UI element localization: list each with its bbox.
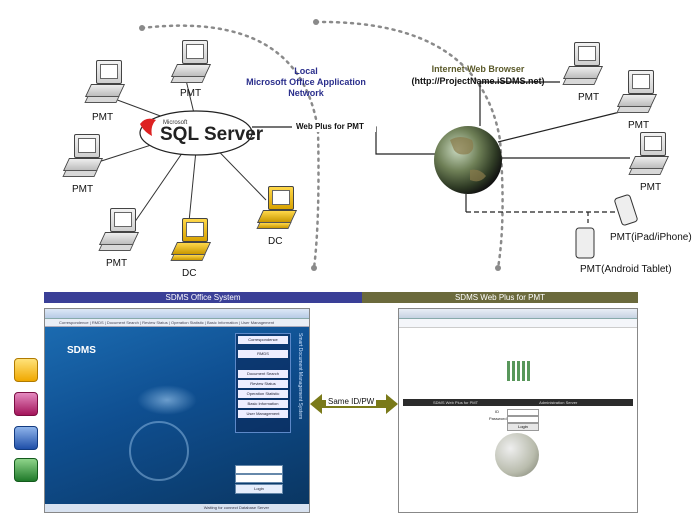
ipad-label: PMT(iPad/iPhone) [610,232,692,243]
internet-label-1: Internet Web Browser [432,64,525,74]
web-globe-icon [495,433,539,477]
sql-server-name: SQL Server [160,124,264,145]
web-id-label: ID [495,409,499,414]
word-icon [14,426,38,450]
excel-icon [14,458,38,482]
web-plus-label: Web Plus for PMT [296,122,364,131]
android-tablet-icon [575,227,595,259]
web-id-input[interactable] [507,409,539,416]
side-button[interactable]: Operation Statistic [238,390,288,398]
globe-links [465,81,630,212]
pmt-pc-icon [170,40,214,84]
office-window-titlebar [45,309,309,319]
web-pw-label: Password [489,416,507,421]
local-label-3: Network [288,88,325,98]
side-button[interactable]: Basic Information [238,400,288,408]
browser-address-bar[interactable] [399,319,637,328]
node-label: PMT [72,184,94,195]
login-id-input[interactable] [235,465,283,474]
pmt-pc-icon [562,42,606,86]
network-diagram: Microsoft SQL Server Web Plus for PMT Lo… [91,19,638,271]
android-label: PMT(Android Tablet) [580,264,672,275]
login-pw-input[interactable] [235,474,283,483]
side-button[interactable]: Review Status [238,380,288,388]
side-button[interactable]: RMDS [238,350,288,358]
side-button[interactable]: User Management [238,410,288,418]
local-network-arc [140,24,320,270]
local-label-2: Microsoft Office Application [246,77,366,87]
web-logo-icon [507,361,531,381]
pmt-pc-icon [84,60,128,104]
pmt-pc-icon [616,70,660,114]
web-app-screenshot: SDMS Web Plus for PMT Administration Ser… [398,308,638,513]
office-system-bar: SDMS Office System [44,292,362,303]
side-button[interactable]: Document Search [238,370,288,378]
internet-arc [314,20,504,270]
same-id-label: Same ID/PW [326,397,377,406]
access-icon [14,392,38,416]
web-nav-bar: SDMS Web Plus for PMT Administration Ser… [403,399,633,406]
office-app-screenshot: Correspondence | RMDS | Document Search … [44,308,310,513]
office-login-button[interactable]: Login [235,484,283,494]
office-vertical-title: Smart Document Management System [297,333,303,420]
node-label: PMT [578,92,600,103]
local-label-1: Local [294,66,318,76]
web-plus-bar: SDMS Web Plus for PMT [362,292,638,303]
node-label: PMT [640,182,662,193]
dc-pc-icon [170,218,214,262]
outlook-icon [14,358,38,382]
node-label: PMT [106,258,128,269]
web-pw-input[interactable] [507,416,539,423]
node-label: DC [268,236,283,247]
web-login-button[interactable]: Login [507,423,539,431]
pmt-pc-icon [628,132,672,176]
internet-globe-icon [434,126,502,194]
sql-server-logo-icon [140,118,156,136]
ipad-icon [614,194,638,226]
sql-server-brand: Microsoft [163,120,188,126]
sql-server-node [139,110,253,156]
office-app-title: SDMS [67,345,96,356]
node-label: PMT [628,120,650,131]
node-label: PMT [180,88,202,99]
side-button[interactable]: Correspondence [238,336,288,344]
office-menu-bar: Correspondence | RMDS | Document Search … [45,319,309,327]
browser-titlebar [399,309,637,319]
pmt-pc-icon [98,208,142,252]
node-label: DC [182,268,197,279]
internet-label-2: (http://ProjectName.iSDMS.net) [411,76,544,86]
office-status-bar: Waiting for connect Database Server [45,504,309,512]
node-label: PMT [92,112,114,123]
dc-pc-icon [256,186,300,230]
office-side-panel: Correspondence RMDS Document Search Revi… [235,333,291,433]
pmt-pc-icon [62,134,106,178]
